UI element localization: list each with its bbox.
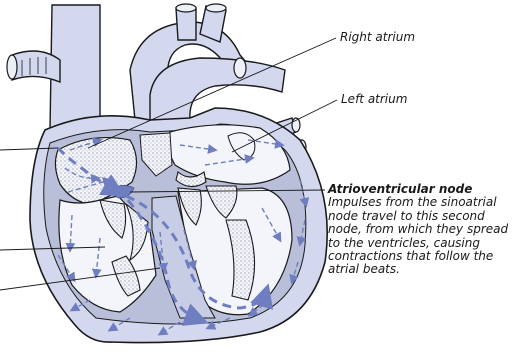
aortic-branch-1 (176, 8, 196, 40)
av-node-description: Impulses from the sinoatrial node travel… (328, 196, 513, 276)
av-node-callout: Atrioventricular node Impulses from the … (328, 183, 513, 277)
right-atrium-label: Right atrium (340, 30, 415, 44)
av-node-title: Atrioventricular node (328, 183, 513, 196)
left-atrium-label: Left atrium (341, 92, 407, 106)
left-brachiocephalic-vein (12, 51, 60, 82)
